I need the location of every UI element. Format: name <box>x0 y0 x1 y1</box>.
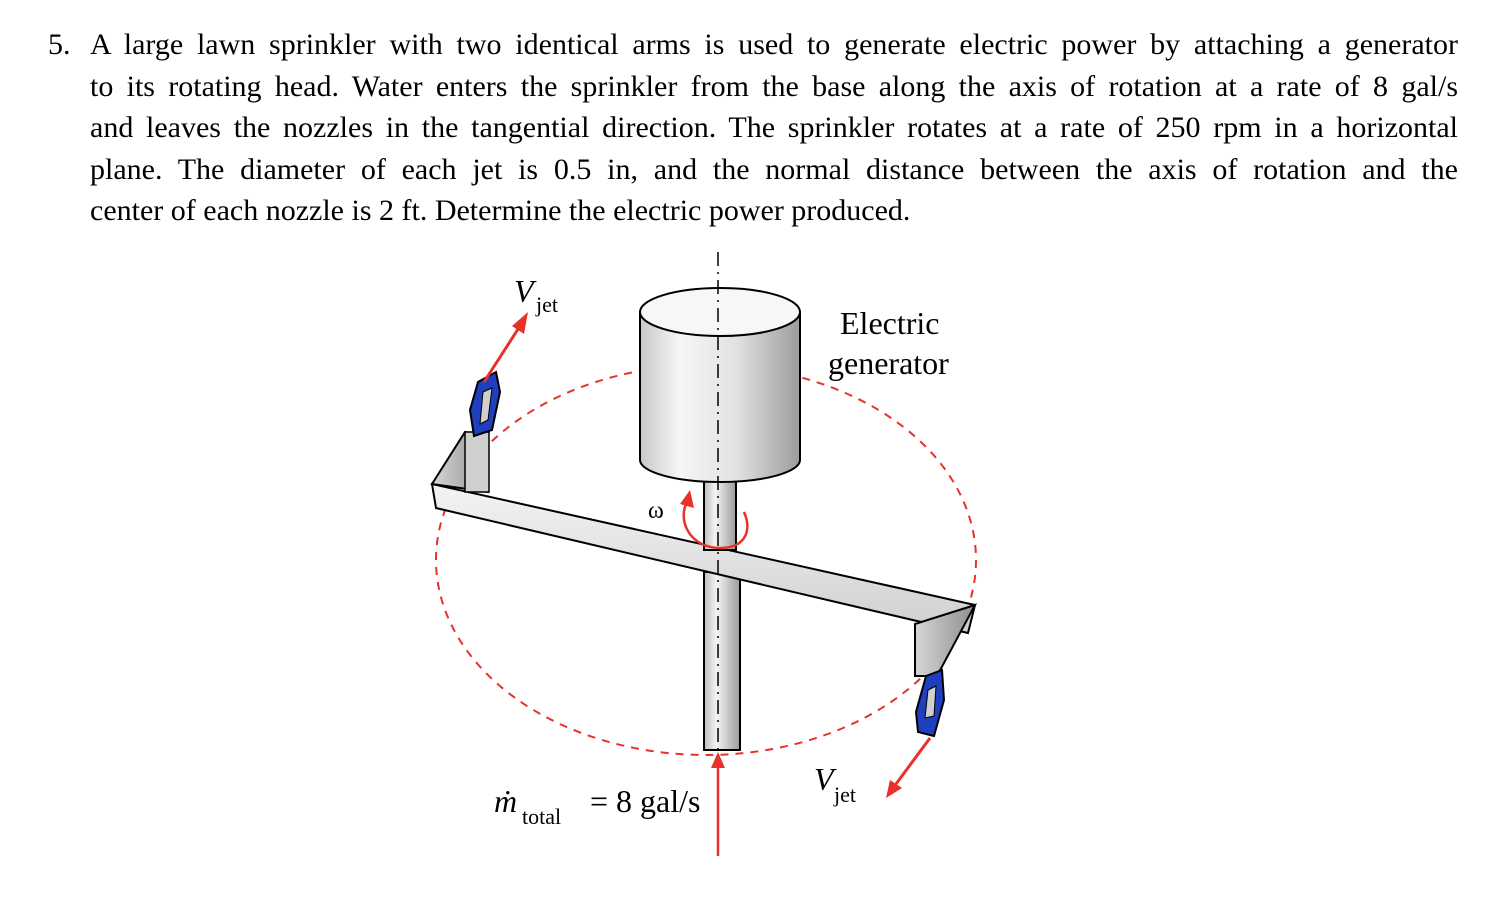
vjet-label-left: V jet <box>514 273 558 317</box>
problem-line-1: 5. A large lawn sprinkler with two identi… <box>48 24 1458 66</box>
vjet-symbol-right: V <box>814 761 837 797</box>
sprinkler-arm <box>430 482 977 635</box>
problem-text-line-3: and leaves the nozzles in the tangential… <box>90 111 1458 144</box>
lower-shaft <box>703 571 741 751</box>
omega-label: ω <box>648 498 664 524</box>
mdot-symbol: ṁ <box>494 783 517 819</box>
vjet-label-right: V jet <box>814 761 856 807</box>
electric-generator <box>639 287 801 483</box>
rotation-arrow <box>680 490 749 550</box>
vjet-subscript-right: jet <box>833 782 856 807</box>
generator-label-line-2: generator <box>828 345 949 381</box>
problem-line-2: to its rotating head. Water enters the s… <box>48 66 1458 108</box>
upper-shaft <box>703 477 737 551</box>
mdot-subscript: total <box>522 804 561 829</box>
problem-number: 5. <box>48 28 71 61</box>
left-jet-arrow <box>482 312 528 383</box>
generator-label: Electric generator <box>828 305 949 381</box>
left-nozzle-support <box>430 430 490 494</box>
problem-text-line-2: to its rotating head. Water enters the s… <box>90 69 1458 103</box>
left-nozzle-icon <box>468 370 502 438</box>
problem-text-line-4: plane. The diameter of each jet is 0.5 i… <box>90 152 1458 186</box>
mass-flow-label: ṁ total = 8 gal/s <box>494 783 700 829</box>
generator-label-line-1: Electric <box>840 305 939 341</box>
right-jet-arrow <box>886 737 932 798</box>
right-nozzle-icon <box>914 668 946 738</box>
vjet-symbol-left: V <box>514 273 537 309</box>
problem-text-line-1: A large lawn sprinkler with two identica… <box>90 28 1458 61</box>
inflow-arrow <box>711 752 725 856</box>
vjet-subscript-left: jet <box>535 292 558 317</box>
problem-line-5: center of each nozzle is 2 ft. Determine… <box>48 190 1458 232</box>
problem-text-line-5: center of each nozzle is 2 ft. Determine… <box>90 194 911 227</box>
problem-line-3: and leaves the nozzles in the tangential… <box>48 107 1458 149</box>
mdot-value: = 8 gal/s <box>590 783 700 819</box>
problem-line-4: plane. The diameter of each jet is 0.5 i… <box>48 149 1458 191</box>
problem-statement: 5. A large lawn sprinkler with two identi… <box>48 24 1458 232</box>
